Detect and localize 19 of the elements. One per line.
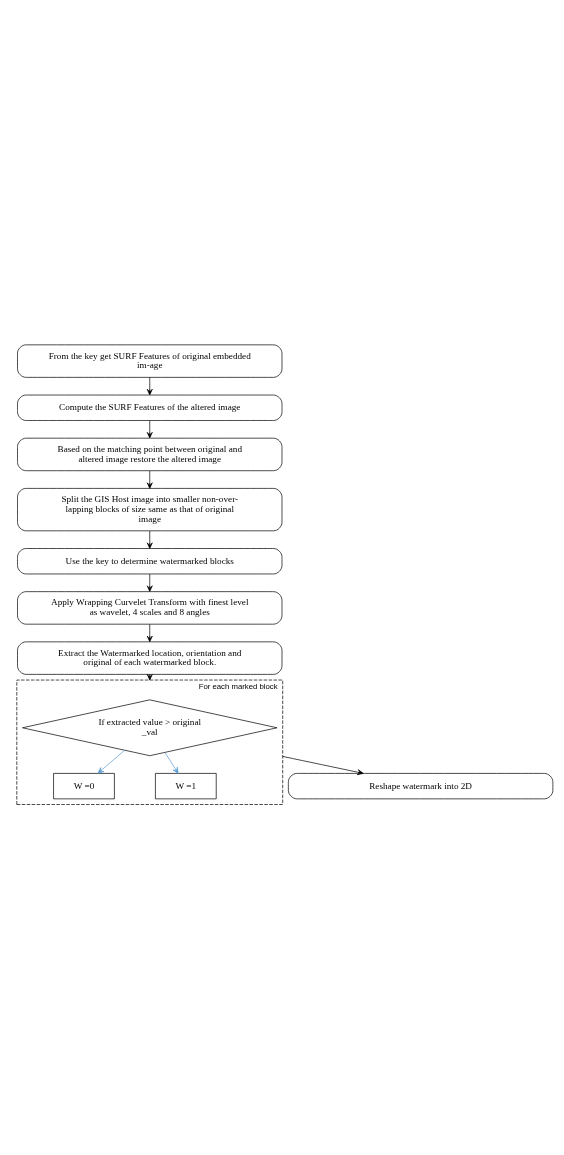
node-box: Apply Wrapping Curvelet Transform with finest level as wavelet, 4 scales and 8 angles — [17, 591, 283, 625]
node-box: W =1 — [155, 773, 217, 800]
node-box: W =0 — [53, 773, 115, 800]
arrow — [146, 470, 153, 489]
node-box: Reshape watermark into 2D — [288, 773, 554, 800]
node-box: Split the GIS Host image into smaller non-over-lapping blocks of size same as that of original image — [17, 488, 283, 532]
arrow — [146, 530, 153, 549]
arrow — [146, 377, 153, 396]
node-box: Use the key to determine watermarked blocks — [17, 548, 283, 575]
node-box: Based on the matching point between original and altered image restore the altered image — [17, 437, 283, 472]
arrow — [164, 752, 179, 774]
arrow — [97, 749, 125, 774]
node-diamond: If extracted value > original _val — [22, 699, 278, 757]
node-box: From the key get SURF Features of original embedded im-age — [17, 344, 283, 378]
arrow — [282, 756, 364, 776]
arrow — [146, 573, 153, 592]
node-box: Compute the SURF Features of the altered image — [17, 394, 283, 421]
arrow — [146, 623, 153, 643]
arrow — [146, 420, 153, 439]
